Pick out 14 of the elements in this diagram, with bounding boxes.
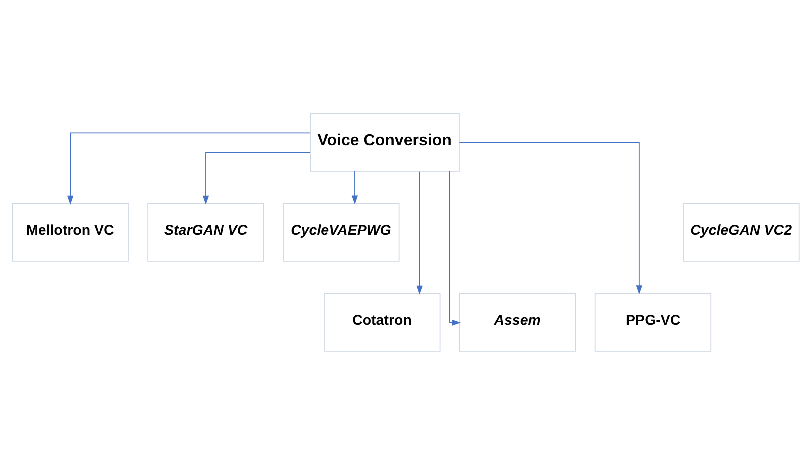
node-box: StarGAN VC bbox=[148, 203, 264, 262]
node-box: CycleVAEPWG bbox=[283, 203, 400, 262]
arrow bbox=[459, 142, 643, 295]
node-box: Mellotron VC bbox=[12, 203, 129, 262]
node-box: Assem bbox=[459, 293, 576, 352]
arrow bbox=[352, 171, 358, 205]
node-box: CycleGAN VC2 bbox=[683, 203, 800, 262]
node-box: Voice Conversion bbox=[310, 113, 460, 172]
node-box: PPG-VC bbox=[594, 293, 712, 352]
arrow bbox=[67, 132, 311, 205]
arrow bbox=[449, 171, 461, 326]
node-box: Cotatron bbox=[324, 293, 441, 352]
arrow bbox=[202, 152, 311, 205]
arrow bbox=[416, 171, 423, 295]
